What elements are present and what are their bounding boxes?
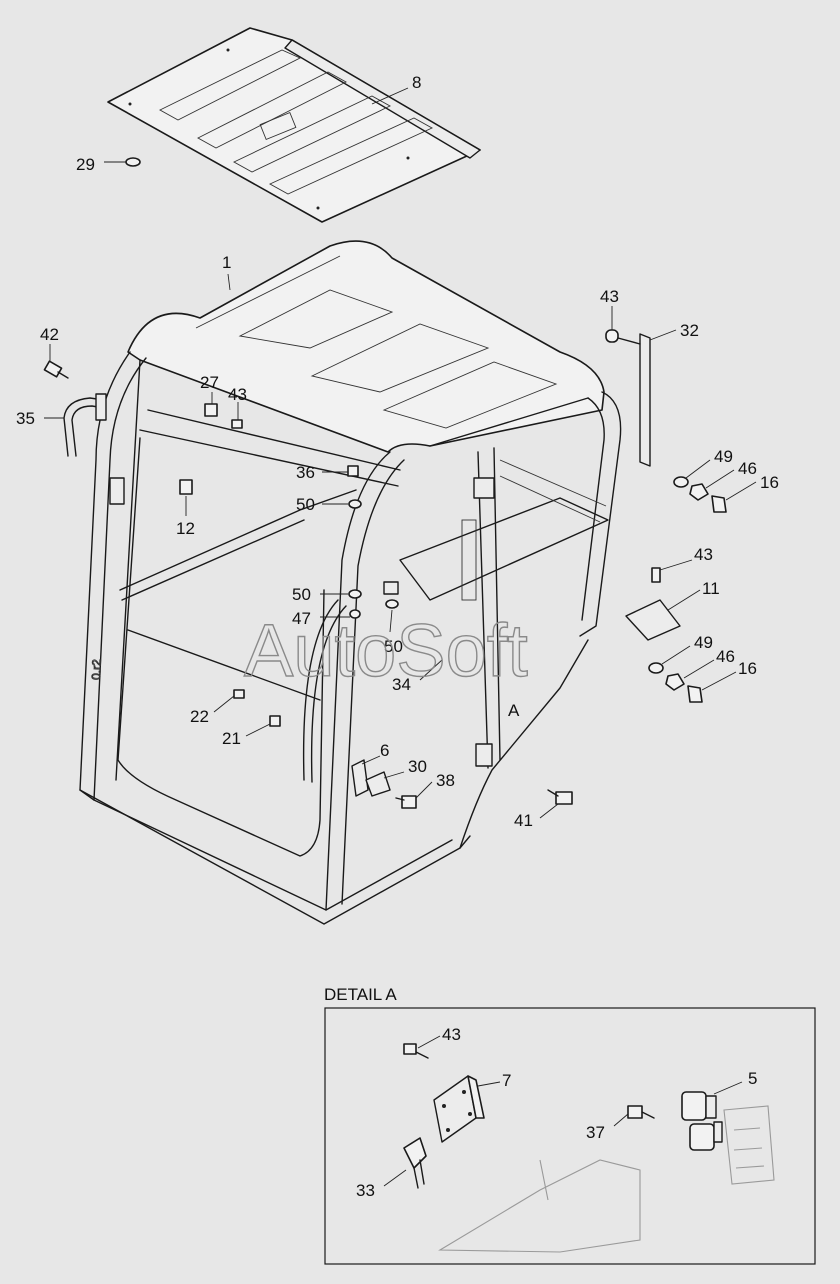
callout-8: 8 <box>412 73 421 92</box>
bracket-part-6 <box>351 759 369 797</box>
callout-42: 42 <box>40 325 59 344</box>
detail-frame <box>324 1007 816 1265</box>
leader-lines <box>44 87 757 819</box>
screw-part-43a <box>231 419 243 429</box>
strip-part-32 <box>605 329 651 467</box>
callout-35: 35 <box>16 409 35 428</box>
bolt-part-41 <box>547 789 573 805</box>
callout-43c: 43 <box>694 545 713 564</box>
detail-parts <box>403 1043 775 1253</box>
callout-37: 37 <box>586 1123 605 1142</box>
clip-part-22 <box>233 689 245 699</box>
callout-41: 41 <box>514 811 533 830</box>
callout-47: 47 <box>292 609 311 628</box>
callout-12: 12 <box>176 519 195 538</box>
grab-handle-part-35 <box>63 393 107 457</box>
callout-43a: 43 <box>228 385 247 404</box>
callout-5: 5 <box>748 1069 757 1088</box>
cover-plate-part-11 <box>625 567 681 641</box>
callout-46a: 46 <box>738 459 757 478</box>
bolt-part-38 <box>395 795 417 809</box>
cab-frame: 0.r2 <box>79 240 622 925</box>
bolt-part-37 <box>627 1105 655 1119</box>
roof-panel <box>107 27 481 223</box>
clip-part-27 <box>204 403 218 417</box>
detail-leaders <box>383 1035 743 1187</box>
block-part-12 <box>179 479 193 495</box>
grommet-part-29 <box>125 157 141 167</box>
callout-22: 22 <box>190 707 209 726</box>
washer-part-50c <box>385 599 399 609</box>
latch-part-33 <box>403 1137 427 1189</box>
callout-1: 1 <box>222 253 231 272</box>
callout-33: 33 <box>356 1181 375 1200</box>
nut-part-47 <box>349 609 361 619</box>
clip-part-21 <box>269 715 281 727</box>
callout-32: 32 <box>680 321 699 340</box>
fastener-set-lower <box>648 662 703 703</box>
view-marker: A <box>508 701 520 720</box>
callouts-main: 1 8 29 42 35 27 43 36 50 12 43 32 49 46 … <box>16 73 779 830</box>
fastener-set-upper <box>673 476 727 513</box>
callouts-detail: 43 7 5 37 33 <box>356 1025 757 1200</box>
plate-part-7 <box>433 1075 485 1143</box>
callout-50a: 50 <box>296 495 315 514</box>
pin-part-36 <box>347 465 359 477</box>
hinge-part-5 <box>681 1091 723 1151</box>
callout-27: 27 <box>200 373 219 392</box>
callout-29: 29 <box>76 155 95 174</box>
callout-16b: 16 <box>738 659 757 678</box>
callout-38: 38 <box>436 771 455 790</box>
callout-43b: 43 <box>600 287 619 306</box>
callout-21: 21 <box>222 729 241 748</box>
bracket-part-34 <box>383 581 399 595</box>
watermark: AutoSoft <box>244 609 528 692</box>
callout-46b: 46 <box>716 647 735 666</box>
detail-label: DETAIL A <box>324 985 397 1004</box>
callout-30: 30 <box>408 757 427 776</box>
callout-50b: 50 <box>292 585 311 604</box>
callout-6: 6 <box>380 741 389 760</box>
callout-43d: 43 <box>442 1025 461 1044</box>
callout-34: 34 <box>392 675 411 694</box>
callout-50c: 50 <box>384 637 403 656</box>
svg-text:0.r2: 0.r2 <box>89 659 104 680</box>
washer-part-50a <box>348 499 362 509</box>
callout-36: 36 <box>296 463 315 482</box>
callout-49b: 49 <box>694 633 713 652</box>
callout-11: 11 <box>702 579 720 598</box>
bolt-part-42 <box>43 360 69 379</box>
callout-7: 7 <box>502 1071 511 1090</box>
screw-part-43d <box>403 1043 429 1059</box>
callout-16a: 16 <box>760 473 779 492</box>
washer-part-50b <box>348 589 362 599</box>
callout-49a: 49 <box>714 447 733 466</box>
bracket-part-30 <box>365 771 391 797</box>
